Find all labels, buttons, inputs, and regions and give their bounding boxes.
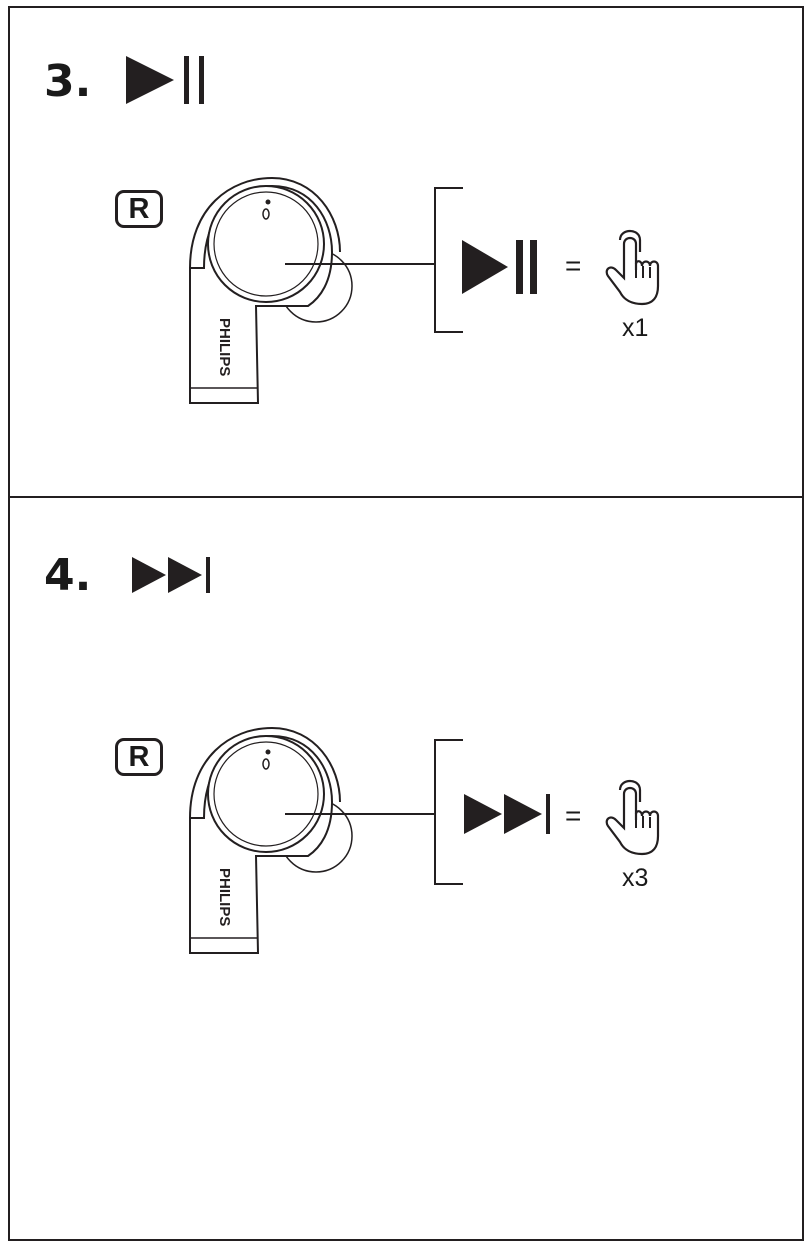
step-3-panel: 3. R PHILIPS = x1 bbox=[8, 6, 804, 498]
brand-label: PHILIPS bbox=[216, 318, 233, 376]
tap-finger-icon bbox=[605, 229, 660, 306]
earbud-illustration: PHILIPS bbox=[189, 726, 353, 954]
step-number: 3. bbox=[44, 56, 92, 107]
right-earbud-badge: R bbox=[115, 190, 163, 228]
next-track-icon bbox=[132, 557, 210, 593]
play-pause-icon bbox=[462, 240, 537, 294]
step-4-panel: 4. R PHILIPS = x3 bbox=[8, 496, 804, 1241]
callout-bracket bbox=[285, 187, 463, 333]
tap-count: x3 bbox=[622, 864, 649, 892]
callout-bracket bbox=[285, 739, 463, 885]
step-number: 4. bbox=[44, 550, 92, 601]
play-pause-icon bbox=[126, 56, 204, 104]
right-earbud-badge: R bbox=[115, 738, 163, 776]
tap-count: x1 bbox=[622, 314, 649, 342]
brand-label: PHILIPS bbox=[216, 868, 233, 926]
equals-sign: = bbox=[565, 250, 582, 281]
tap-finger-icon bbox=[605, 779, 660, 856]
earbud-illustration: PHILIPS bbox=[189, 176, 353, 404]
next-track-icon bbox=[464, 794, 550, 834]
equals-sign: = bbox=[565, 800, 582, 831]
